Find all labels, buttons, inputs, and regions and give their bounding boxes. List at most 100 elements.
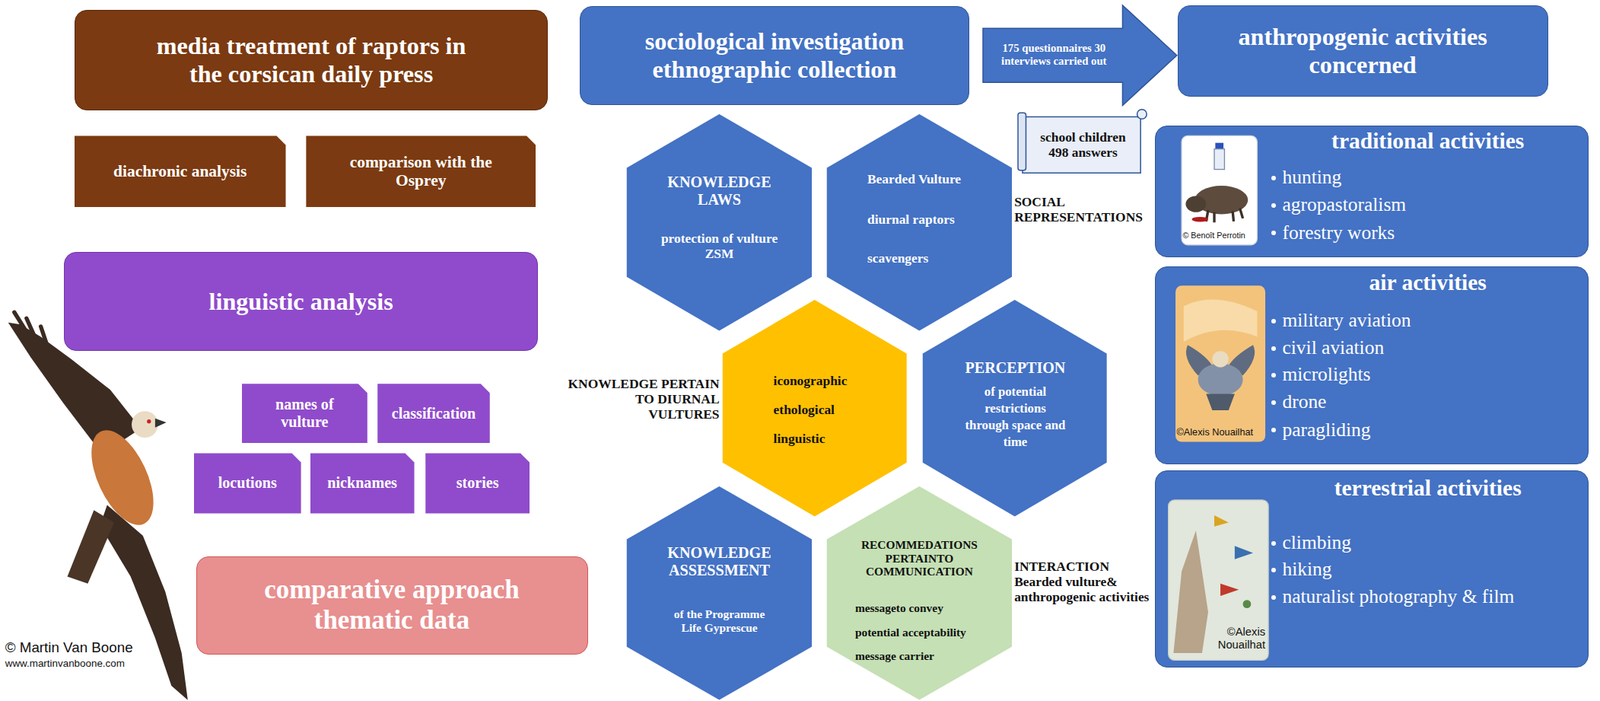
tail [67, 509, 115, 584]
method-tab: comparison with the Osprey [305, 135, 536, 207]
box-text: names of vulture [259, 395, 350, 431]
bullet-item: hiking [1269, 557, 1581, 580]
sky [1183, 299, 1258, 343]
method-tab: locutions [194, 452, 302, 513]
panel-heading: air activities [1266, 270, 1590, 296]
hex-text: message carrier [855, 648, 999, 663]
box-text: classification [391, 404, 477, 423]
painting-frame [1175, 285, 1266, 442]
head [131, 410, 159, 438]
boar-photo [1181, 135, 1257, 245]
study-box: anthropogenic activities concerned [1177, 5, 1549, 98]
arrow-fill [982, 5, 1177, 105]
bird-wing [1186, 344, 1215, 376]
terrestrial-painting [1168, 499, 1269, 660]
hex-outline [625, 112, 814, 332]
bullet-item: naturalist photography & film [1269, 585, 1581, 608]
panel-heading: traditional activities [1266, 128, 1590, 155]
method-tab: diachronic analysis [74, 135, 287, 207]
box-text: school children 498 answers [1029, 129, 1137, 160]
photo-credit: ©Alexis Nouailhat [1204, 625, 1266, 652]
method-tab: classification [377, 383, 490, 443]
hexagon-fill [826, 113, 1013, 331]
photo-credit: © Benoît Perrotin [1182, 230, 1258, 240]
hexagon-fill [826, 485, 1013, 700]
hex-text: protection of vulture ZSM [648, 230, 792, 261]
hex-text: diurnal raptors [867, 211, 1006, 227]
bird [1220, 583, 1239, 596]
hex-text: messageto convey [855, 601, 999, 615]
photo-frame [1181, 135, 1257, 245]
beak [155, 418, 167, 428]
box-text: sociological investigation ethnographic … [606, 27, 944, 84]
boar-body [1195, 185, 1249, 215]
hexagon-fill [722, 299, 907, 517]
bird-tail [1205, 393, 1235, 410]
side-heading: KNOWLEDGE PERTAIN TO DIURNAL VULTURES [566, 375, 719, 422]
box-text: diachronic analysis [113, 162, 247, 182]
wing [99, 505, 188, 700]
eye [146, 419, 151, 424]
box-text: comparison with the Osprey [329, 152, 513, 191]
box-text: media treatment of raptors in the corsic… [147, 31, 474, 89]
box-text: stories [456, 473, 500, 492]
study-box: linguistic analysis [63, 251, 538, 351]
hex-text: scavengers [867, 250, 1006, 266]
hex-heading: KNOWLEDGE LAWS [658, 173, 781, 209]
blood [1192, 216, 1209, 223]
hexagon-fill [922, 299, 1107, 517]
box-text: 175 questionnaires 30 interviews carried… [986, 41, 1122, 68]
hex-text: of the Programme Life Gyprescue [663, 607, 777, 634]
bullet-item: drone [1269, 390, 1576, 413]
hexagon: INTERACTION Bearded vulture& anthropogen… [825, 484, 1014, 701]
box-text: locutions [218, 473, 277, 492]
bullet-item: forestry works [1269, 221, 1576, 244]
hex-outline [625, 484, 814, 701]
hex-text: iconographic [773, 372, 897, 389]
hexagon: KNOWLEDGE LAWS protection of vulture ZSM [625, 112, 814, 332]
hexagon: KNOWLEDGE ASSESSMENTof the Programme Lif… [625, 484, 814, 701]
side-heading: INTERACTION Bearded vulture& anthropogen… [1014, 558, 1152, 605]
photo-credit: © Martin Van Boone [5, 639, 159, 656]
bullet-item: microlights [1269, 362, 1576, 385]
panel-heading: terrestrial activities [1266, 475, 1590, 502]
hexagon: KNOWLEDGE PERTAIN TO DIURNAL VULTURESico… [721, 298, 908, 518]
scroll-curl [1137, 109, 1148, 120]
box-text: nicknames [327, 473, 398, 492]
cliff [1173, 530, 1209, 653]
method-tab: stories [425, 452, 530, 513]
canister-cap [1215, 143, 1224, 150]
scroll-sheet [1022, 116, 1141, 173]
hex-outline [825, 484, 1014, 701]
painting-frame [1168, 499, 1269, 660]
wing-feathers [14, 311, 48, 345]
box-text: linguistic analysis [209, 287, 394, 316]
bird-head [1211, 350, 1228, 367]
hex-text: ethological [773, 401, 897, 417]
box-text: anthropogenic activities concerned [1209, 22, 1516, 80]
study-box: comparative approach thematic data [196, 556, 589, 655]
bullet-item: climbing [1269, 531, 1581, 554]
study-box: sociological investigation ethnographic … [579, 6, 970, 105]
arrow-box: 175 questionnaires 30 interviews carried… [982, 5, 1177, 105]
hex-text: Bearded Vulture [867, 171, 1006, 187]
boar-legs [1205, 207, 1243, 223]
hexagon-fill [626, 485, 813, 700]
hex-text: linguistic [773, 430, 897, 446]
boar-head [1185, 195, 1206, 212]
air-painting [1175, 285, 1266, 442]
bullet-item: military aviation [1269, 308, 1576, 331]
method-tab: nicknames [310, 452, 415, 513]
side-heading: SOCIAL REPRESENTATIONS [1014, 194, 1153, 225]
bullet-item: hunting [1269, 165, 1576, 188]
wing [8, 322, 141, 455]
bullet-item: paragliding [1269, 418, 1576, 441]
bird [1234, 545, 1254, 559]
bullet-item: civil aviation [1269, 336, 1576, 359]
bird-body [1198, 362, 1244, 396]
bird [1214, 515, 1229, 527]
hex-text: potential acceptability [855, 625, 999, 640]
photo-credit: www.martinvanboone.com [5, 657, 159, 669]
